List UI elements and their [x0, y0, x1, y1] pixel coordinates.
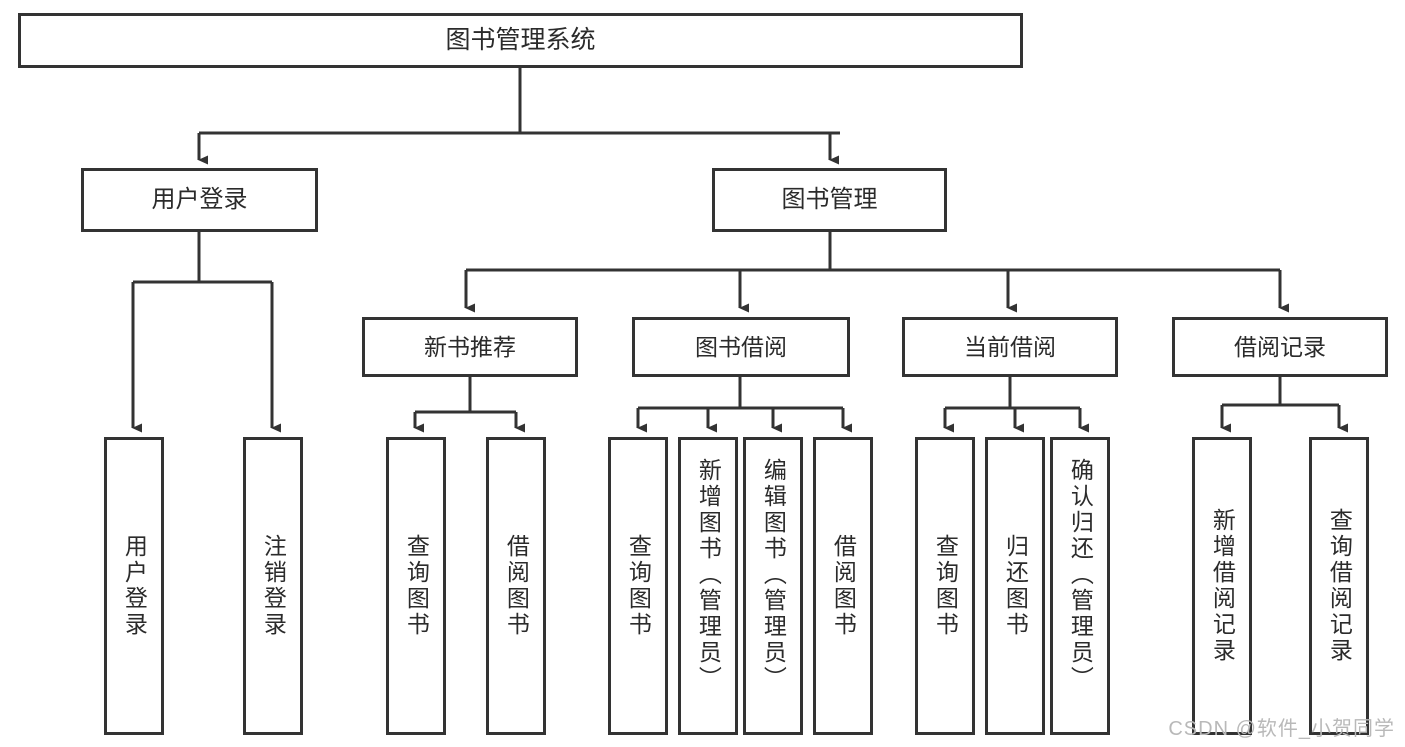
node-label: 借阅图书 [830, 534, 857, 638]
node-label: 查询图书 [932, 534, 959, 638]
node-leaf-confirm-return[interactable]: 确认归还（管理员） [1050, 437, 1110, 735]
watermark-text: CSDN @软件_小贺同学 [1168, 718, 1395, 740]
node-book-borrow[interactable]: 图书借阅 [632, 317, 850, 377]
node-leaf-query-record[interactable]: 查询借阅记录 [1309, 437, 1369, 735]
node-label: 用户登录 [151, 186, 248, 213]
node-label: 借阅图书 [503, 534, 530, 638]
node-root-book-management-system[interactable]: 图书管理系统 [18, 13, 1023, 68]
node-leaf-borrow-book-1[interactable]: 借阅图书 [486, 437, 546, 735]
node-leaf-query-book-1[interactable]: 查询图书 [386, 437, 446, 735]
node-leaf-edit-book[interactable]: 编辑图书（管理员） [743, 437, 803, 735]
node-leaf-user-login[interactable]: 用户登录 [104, 437, 164, 735]
node-label: 查询借阅记录 [1326, 508, 1353, 664]
node-label: 借阅记录 [1234, 333, 1326, 360]
node-label: 新书推荐 [424, 333, 516, 360]
node-label: 查询图书 [625, 534, 652, 638]
node-label: 编辑图书（管理员） [760, 458, 787, 692]
node-label: 归还图书 [1002, 534, 1029, 638]
node-book-management[interactable]: 图书管理 [712, 168, 947, 232]
node-leaf-borrow-book-2[interactable]: 借阅图书 [813, 437, 873, 735]
node-leaf-return-book[interactable]: 归还图书 [985, 437, 1045, 735]
node-label: 图书借阅 [695, 333, 787, 360]
node-label: 注销登录 [260, 534, 287, 638]
node-leaf-query-book-2[interactable]: 查询图书 [608, 437, 668, 735]
node-new-book-recommend[interactable]: 新书推荐 [362, 317, 578, 377]
node-leaf-add-book[interactable]: 新增图书（管理员） [678, 437, 738, 735]
node-label: 查询图书 [403, 534, 430, 638]
node-label: 新增图书（管理员） [695, 458, 722, 692]
node-user-login[interactable]: 用户登录 [81, 168, 318, 232]
node-leaf-logout-login[interactable]: 注销登录 [243, 437, 303, 735]
node-label: 图书管理 [781, 186, 878, 213]
node-leaf-add-record[interactable]: 新增借阅记录 [1192, 437, 1252, 735]
node-label: 图书管理系统 [445, 25, 596, 54]
node-borrow-record[interactable]: 借阅记录 [1172, 317, 1388, 377]
node-leaf-query-book-3[interactable]: 查询图书 [915, 437, 975, 735]
node-current-borrow[interactable]: 当前借阅 [902, 317, 1118, 377]
node-label: 当前借阅 [964, 333, 1056, 360]
node-label: 新增借阅记录 [1209, 508, 1236, 664]
node-label: 用户登录 [121, 534, 148, 638]
node-label: 确认归还（管理员） [1067, 458, 1094, 692]
